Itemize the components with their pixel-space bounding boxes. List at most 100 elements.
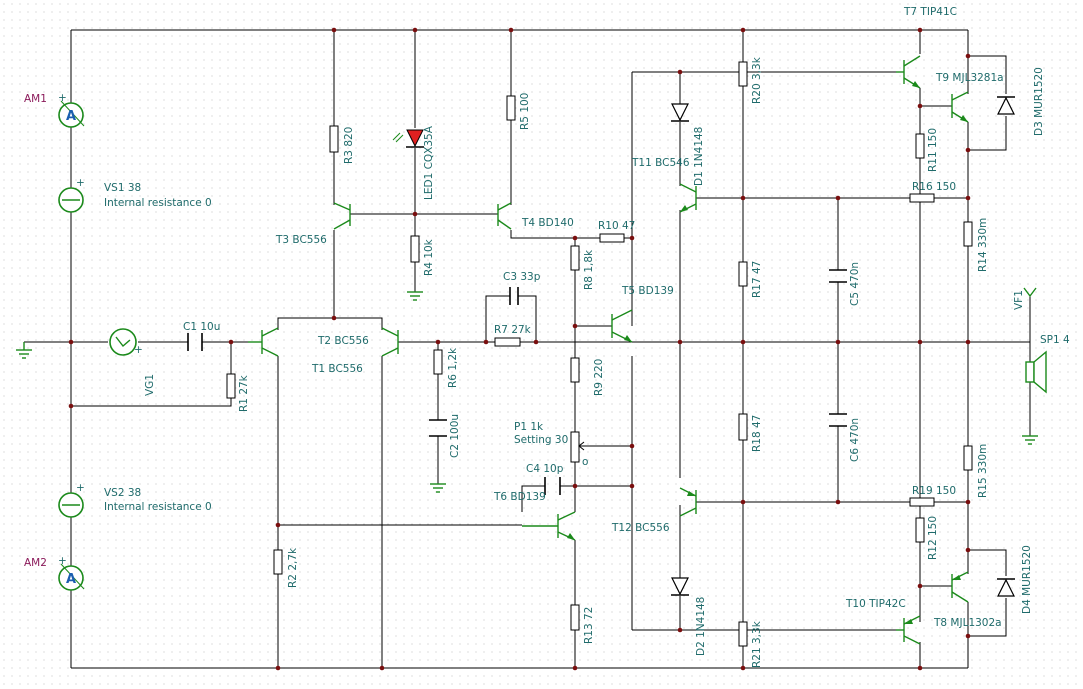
ground-r4-icon (407, 291, 423, 301)
transistor-t3-icon (333, 202, 351, 230)
svg-text:+: + (58, 92, 67, 104)
label-r6: R6 1,2k (447, 347, 459, 388)
label-t5: T5 BD139 (621, 285, 674, 297)
resistor-r4 (410, 235, 420, 263)
label-t6: T6 BD139 (493, 491, 546, 503)
label-d4: D4 MUR1520 (1021, 545, 1033, 614)
label-r21: R21 3,3k (751, 620, 763, 668)
resistor-r15 (963, 445, 973, 471)
transistor-t7-icon (896, 55, 921, 89)
label-r8: R8 1,8k (583, 249, 595, 290)
dc-source-vs1: + (58, 177, 85, 213)
label-p1: P1 1k (514, 421, 544, 433)
capacitor-c1 (187, 333, 203, 351)
svg-text:+: + (58, 555, 67, 567)
resistor-r13 (570, 604, 580, 631)
svg-text:+: + (76, 177, 85, 189)
label-c5: C5 470n (849, 262, 861, 306)
resistor-r8 (570, 245, 580, 271)
led-icon (392, 129, 424, 148)
label-t10: T10 TIP42C (845, 598, 906, 610)
label-t2: T2 BC556 (317, 335, 369, 347)
label-t1: T1 BC556 (311, 363, 363, 375)
label-c6: C6 470n (849, 418, 861, 462)
resistor-r12 (915, 517, 925, 543)
resistor-r10 (599, 233, 625, 243)
diode-d3-icon (997, 96, 1015, 115)
label-c1: C1 10u (183, 321, 220, 333)
label-t11: T11 BC546 (631, 157, 690, 169)
label-c3: C3 33p (503, 271, 541, 283)
label-d2: D2 1N4148 (695, 597, 707, 656)
dc-source-vs2: + (58, 482, 85, 518)
label-p1-wiper: o (582, 456, 588, 468)
label-r15: R15 330m (977, 444, 989, 498)
label-d3: D3 MUR1520 (1033, 67, 1045, 136)
label-r7: R7 27k (494, 324, 532, 336)
label-r1: R1 27k (238, 374, 250, 412)
label-vs2: VS2 38 (104, 487, 141, 499)
resistor-r3 (329, 125, 339, 153)
diode-d1-icon (671, 103, 689, 122)
resistor-r18 (738, 413, 748, 441)
label-vs1: VS1 38 (104, 182, 141, 194)
label-r18: R18 47 (751, 415, 763, 452)
resistor-r1 (226, 373, 236, 399)
label-r16: R16 150 (912, 181, 956, 193)
label-t3: T3 BC556 (275, 234, 327, 246)
label-t7: T7 TIP41C (903, 6, 957, 18)
capacitor-c5 (829, 269, 847, 283)
label-vg1: VG1 (144, 374, 156, 396)
label-t12: T12 BC556 (611, 522, 670, 534)
resistor-r9 (570, 357, 580, 383)
label-r11: R11 150 (927, 128, 939, 172)
label-r20: R20 3,3k (751, 56, 763, 104)
label-sp1: SP1 4 (1040, 334, 1070, 346)
transistor-t4-icon (497, 202, 512, 230)
transistors (248, 55, 969, 645)
capacitor-c3 (509, 287, 519, 305)
capacitors (187, 269, 847, 495)
label-am1: AM1 (24, 93, 47, 105)
label-t8: T8 MJL1302a (933, 617, 1002, 629)
voltage-probe-icon (1023, 287, 1037, 298)
label-r9: R9 220 (593, 359, 605, 396)
resistor-r7 (494, 337, 521, 347)
label-r3: R3 820 (343, 127, 355, 164)
transistor-t10-icon (896, 615, 921, 645)
diode-d2-icon (671, 577, 689, 596)
potentiometer-p1 (570, 431, 580, 463)
label-vs1-resistance: Internal resistance 0 (104, 197, 212, 209)
resistor-r2 (273, 549, 283, 575)
ground-c2-icon (430, 483, 446, 493)
label-r4: R4 10k (423, 238, 435, 276)
wires (24, 29, 1031, 669)
label-am2: AM2 (24, 557, 47, 569)
resistor-r17 (738, 261, 748, 287)
ground-speaker-icon (1022, 435, 1038, 445)
capacitor-c6 (829, 413, 847, 427)
label-c2: C2 100u (449, 414, 461, 458)
resistor-r6 (433, 349, 443, 375)
label-d1: D1 1N4148 (693, 127, 705, 186)
label-r2: R2 2,7k (287, 547, 299, 588)
label-r12: R12 150 (927, 516, 939, 560)
label-t9: T9 MJL3281a (935, 72, 1004, 84)
label-led1: LED1 CQX35A (423, 125, 435, 200)
resistor-r11 (915, 133, 925, 159)
transistor-t6-icon (522, 511, 576, 541)
potentiometer-wiper (578, 441, 595, 451)
transistor-t11-icon (679, 183, 697, 213)
ac-source-vg1: + (109, 328, 143, 356)
transistor-t5-icon (611, 309, 633, 343)
transistor-t8-icon (951, 571, 969, 603)
ammeter-glyph: A (66, 572, 76, 587)
transistor-t9-icon (951, 91, 969, 123)
ground-left-icon (16, 342, 32, 359)
resistor-r16 (909, 193, 935, 203)
ammeter-am1: A + (58, 92, 85, 128)
transistor-t12-icon (679, 487, 697, 517)
transistor-t2-icon (381, 327, 399, 357)
